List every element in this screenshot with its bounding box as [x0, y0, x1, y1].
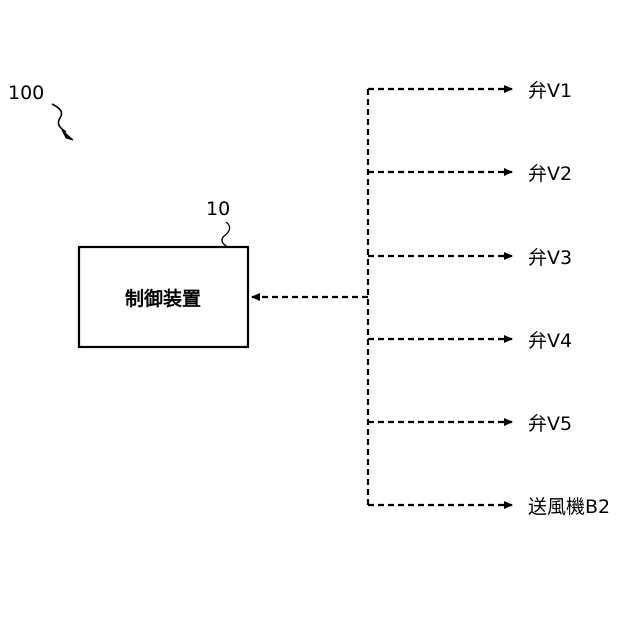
- system-ref-leader: [52, 104, 66, 132]
- output-label-v3: 弁V3: [528, 247, 572, 269]
- output-label-b2: 送風機B2: [528, 496, 610, 518]
- output-branch-5: 弁V5: [368, 413, 572, 435]
- controller-ref-leader: [222, 222, 230, 247]
- output-branch-1: 弁V1: [368, 80, 572, 102]
- output-branch-6: 送風機B2: [368, 496, 610, 518]
- system-ref-number: 100: [8, 82, 44, 104]
- output-branch-2: 弁V2: [368, 163, 572, 185]
- output-label-v5: 弁V5: [528, 413, 572, 435]
- controller-label: 制御装置: [125, 287, 201, 310]
- output-branch-3: 弁V3: [368, 247, 572, 269]
- output-label-v1: 弁V1: [528, 80, 572, 102]
- system-ref-arrow-icon: [62, 130, 73, 140]
- controller-ref-number: 10: [206, 198, 230, 220]
- output-label-v4: 弁V4: [528, 330, 572, 352]
- output-label-v2: 弁V2: [528, 163, 572, 185]
- output-branch-4: 弁V4: [368, 330, 572, 352]
